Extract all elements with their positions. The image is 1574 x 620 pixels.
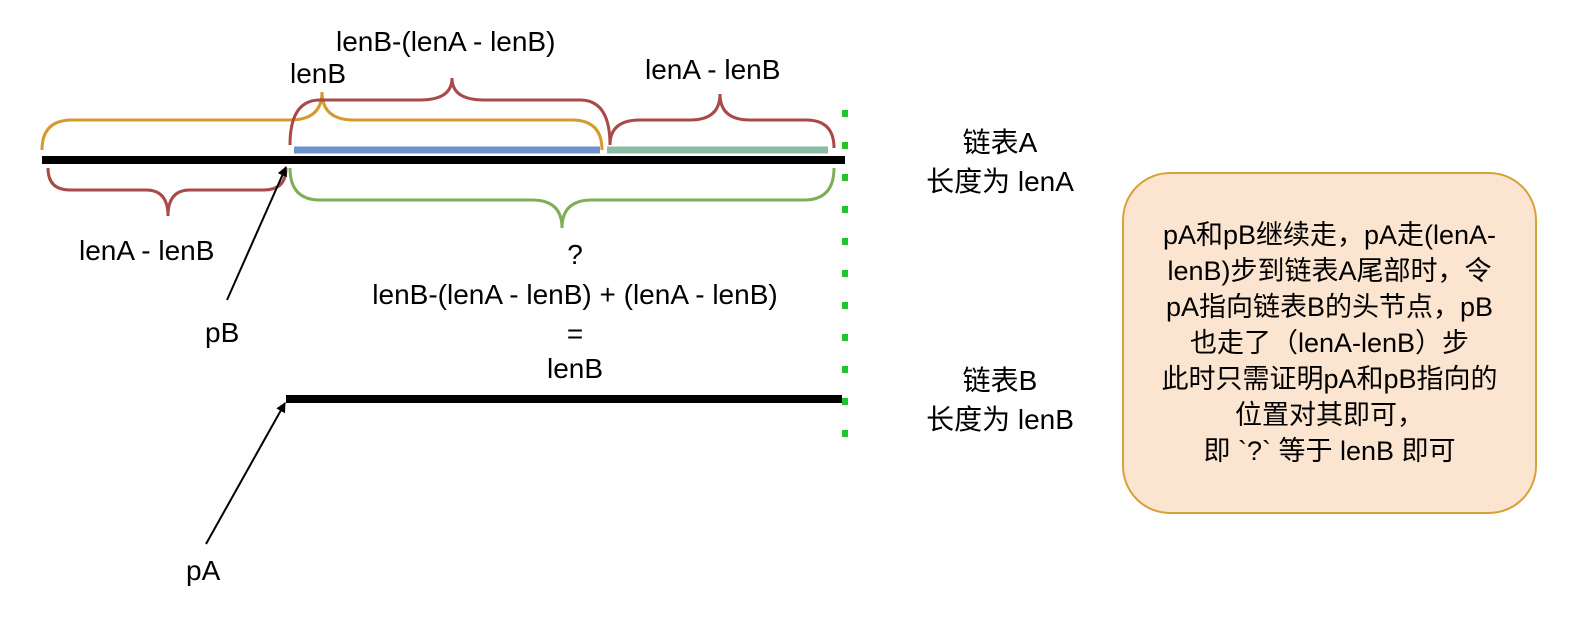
green-brace-question bbox=[288, 167, 836, 229]
red-brace-lenB-minus-diff bbox=[288, 77, 612, 146]
label-lenA-minus-lenB-top: lenA - lenB bbox=[645, 54, 781, 85]
list-a-length: 长度为 lenA bbox=[926, 166, 1074, 197]
alignment-dot bbox=[842, 270, 848, 277]
alignment-dot bbox=[842, 142, 848, 149]
label-lenB-top: lenB bbox=[290, 58, 347, 89]
alignment-dot bbox=[842, 174, 848, 181]
note-line-3: pA指向链表B的头节点，pB bbox=[1165, 292, 1494, 322]
label-lenA-minus-lenB-bottom: lenA - lenB bbox=[79, 235, 215, 266]
red-brace-lenA-minus-lenB-bottom bbox=[46, 167, 288, 217]
alignment-dot bbox=[842, 206, 848, 213]
label-pB: pB bbox=[205, 317, 240, 348]
alignment-dot bbox=[842, 366, 848, 373]
alignment-dot bbox=[842, 238, 848, 245]
label-lenB-minus-diff: lenB-(lenA - lenB) bbox=[336, 26, 556, 57]
note-text: pA和pB继续走，pA走(lenA- lenB)步到链表A尾部时，令 pA指向链… bbox=[1161, 217, 1497, 469]
red-brace-lenA-minus-lenB-top bbox=[608, 93, 836, 149]
note-line-4: 也走了（lenA-lenB）步 bbox=[1189, 328, 1470, 358]
list-b-name: 链表B bbox=[962, 365, 1038, 396]
pA-arrow bbox=[205, 402, 286, 545]
label-expression: lenB-(lenA - lenB) + (lenA - lenB) bbox=[372, 279, 778, 310]
note-line-2: lenB)步到链表A尾部时，令 bbox=[1167, 256, 1492, 286]
alignment-dotted-line bbox=[842, 110, 848, 437]
alignment-dot bbox=[842, 430, 848, 437]
alignment-dot bbox=[842, 110, 848, 117]
orange-brace-lenB bbox=[40, 91, 604, 151]
pB-arrow bbox=[226, 166, 287, 301]
list-b-length: 长度为 lenB bbox=[926, 404, 1074, 435]
alignment-dot bbox=[842, 302, 848, 309]
label-equals: = bbox=[566, 318, 584, 349]
label-result: lenB bbox=[546, 353, 604, 384]
note-line-7: 即 `?` 等于 lenB 即可 bbox=[1203, 436, 1456, 466]
alignment-dot bbox=[842, 398, 848, 405]
list-a-name: 链表A bbox=[962, 127, 1038, 158]
note-line-5: 此时只需证明pA和pB指向的 bbox=[1161, 364, 1498, 394]
alignment-dot bbox=[842, 334, 848, 341]
explanation-note: pA和pB继续走，pA走(lenA- lenB)步到链表A尾部时，令 pA指向链… bbox=[1122, 172, 1537, 514]
label-pA: pA bbox=[186, 555, 221, 586]
label-question: ? bbox=[567, 239, 583, 270]
note-line-1: pA和pB继续走，pA走(lenA- bbox=[1162, 220, 1497, 250]
note-line-6: 位置对其即可， bbox=[1235, 400, 1424, 430]
